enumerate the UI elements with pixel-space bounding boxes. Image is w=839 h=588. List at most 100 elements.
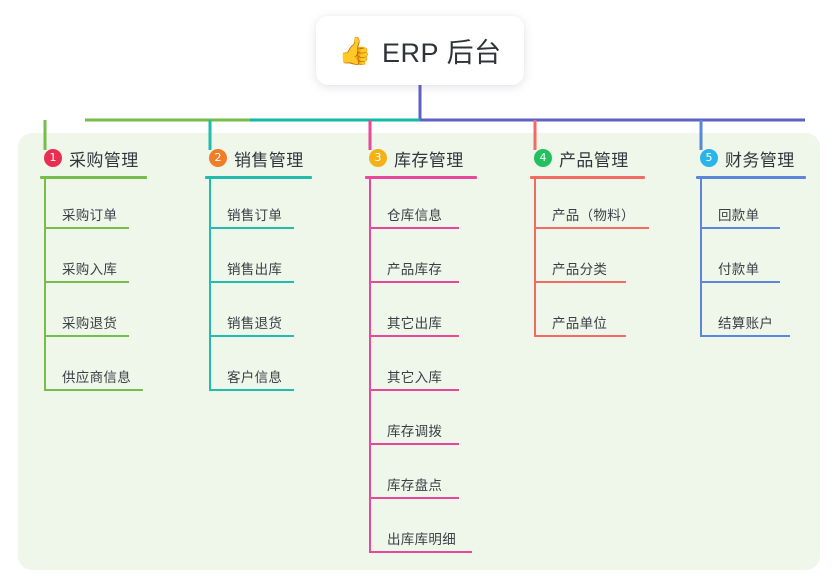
list-item[interactable]: 销售出库 bbox=[205, 233, 312, 287]
list-item-label: 采购订单 bbox=[62, 208, 118, 223]
list-item-label: 结算账户 bbox=[718, 316, 774, 331]
list-item-label: 采购入库 bbox=[62, 262, 118, 277]
column-items-1: 采购订单采购入库采购退货供应商信息 bbox=[40, 179, 147, 395]
diagram-panel bbox=[18, 133, 820, 570]
column-2: 2 销售管理销售订单销售出库销售退货客户信息 bbox=[205, 146, 312, 395]
list-item-label: 库存调拨 bbox=[387, 424, 443, 439]
list-item[interactable]: 采购订单 bbox=[40, 179, 147, 233]
column-3: 3 库存管理仓库信息产品库存其它出库其它入库库存调拨库存盘点出库库明细 bbox=[365, 146, 477, 557]
column-header-rule-4 bbox=[530, 176, 645, 179]
column-1: 1 采购管理采购订单采购入库采购退货供应商信息 bbox=[40, 146, 147, 395]
column-5: 5 财务管理回款单付款单结算账户 bbox=[696, 146, 806, 341]
list-item-rule bbox=[369, 497, 459, 499]
list-item[interactable]: 销售退货 bbox=[205, 287, 312, 341]
list-item-rule bbox=[44, 389, 143, 391]
list-item[interactable]: 供应商信息 bbox=[40, 341, 147, 395]
list-item-rule bbox=[700, 281, 780, 283]
list-item[interactable]: 仓库信息 bbox=[365, 179, 477, 233]
list-item-rule bbox=[209, 335, 294, 337]
list-item-label: 库存盘点 bbox=[387, 478, 443, 493]
list-item-rule bbox=[209, 227, 294, 229]
list-item[interactable]: 产品分类 bbox=[530, 233, 645, 287]
list-item-rule bbox=[44, 227, 129, 229]
list-item[interactable]: 采购入库 bbox=[40, 233, 147, 287]
list-item-rule bbox=[534, 335, 626, 337]
list-item-rule bbox=[369, 335, 459, 337]
list-item-rule bbox=[534, 227, 649, 229]
list-item-label: 产品（物料） bbox=[552, 208, 635, 223]
column-header-5[interactable]: 5 财务管理 bbox=[696, 146, 806, 170]
list-item[interactable]: 客户信息 bbox=[205, 341, 312, 395]
column-items-2: 销售订单销售出库销售退货客户信息 bbox=[205, 179, 312, 395]
column-header-2[interactable]: 2 销售管理 bbox=[205, 146, 312, 170]
list-item-label: 销售退货 bbox=[227, 316, 283, 331]
list-item-label: 付款单 bbox=[718, 262, 760, 277]
root-node[interactable]: 👍 ERP 后台 bbox=[316, 16, 524, 85]
column-header-rule-3 bbox=[365, 176, 477, 179]
list-item-label: 采购退货 bbox=[62, 316, 118, 331]
column-header-4[interactable]: 4 产品管理 bbox=[530, 146, 645, 170]
root-node-title: ERP 后台 bbox=[382, 38, 502, 68]
list-item-label: 产品库存 bbox=[387, 262, 443, 277]
list-item-rule bbox=[369, 281, 459, 283]
column-title-5: 财务管理 bbox=[725, 150, 795, 170]
column-items-4: 产品（物料） 产品分类产品单位 bbox=[530, 179, 649, 341]
column-header-rule-2 bbox=[205, 176, 312, 179]
list-item-rule bbox=[209, 281, 294, 283]
list-item-rule bbox=[44, 335, 129, 337]
list-item[interactable]: 出库库明细 bbox=[365, 503, 477, 557]
column-spine-1 bbox=[44, 179, 46, 391]
column-spine-4 bbox=[534, 179, 536, 337]
column-spine-5 bbox=[700, 179, 702, 337]
list-item[interactable]: 采购退货 bbox=[40, 287, 147, 341]
list-item[interactable]: 产品（物料） bbox=[530, 179, 649, 233]
list-item-label: 其它入库 bbox=[387, 370, 443, 385]
column-title-3: 库存管理 bbox=[394, 150, 464, 170]
list-item-rule bbox=[369, 227, 459, 229]
column-items-5: 回款单付款单结算账户 bbox=[696, 179, 806, 341]
column-badge-3: 3 bbox=[369, 149, 387, 167]
column-4: 4 产品管理产品（物料） 产品分类产品单位 bbox=[530, 146, 649, 341]
list-item-label: 产品单位 bbox=[552, 316, 608, 331]
list-item-label: 其它出库 bbox=[387, 316, 443, 331]
column-spine-2 bbox=[209, 179, 211, 391]
column-badge-4: 4 bbox=[534, 149, 552, 167]
list-item[interactable]: 其它出库 bbox=[365, 287, 477, 341]
list-item[interactable]: 产品单位 bbox=[530, 287, 645, 341]
column-badge-1: 1 bbox=[44, 149, 62, 167]
list-item[interactable]: 付款单 bbox=[696, 233, 806, 287]
list-item-rule bbox=[700, 335, 790, 337]
column-header-rule-5 bbox=[696, 176, 806, 179]
list-item-label: 客户信息 bbox=[227, 370, 283, 385]
list-item-rule bbox=[700, 227, 780, 229]
list-item-label: 供应商信息 bbox=[62, 370, 131, 385]
list-item[interactable]: 回款单 bbox=[696, 179, 806, 233]
list-item[interactable]: 库存调拨 bbox=[365, 395, 477, 449]
list-item[interactable]: 销售订单 bbox=[205, 179, 312, 233]
column-title-1: 采购管理 bbox=[69, 150, 139, 170]
list-item-label: 销售订单 bbox=[227, 208, 283, 223]
list-item[interactable]: 其它入库 bbox=[365, 341, 477, 395]
column-badge-2: 2 bbox=[209, 149, 227, 167]
list-item-label: 产品分类 bbox=[552, 262, 608, 277]
list-item-rule bbox=[369, 551, 472, 553]
column-header-rule-1 bbox=[40, 176, 147, 179]
list-item[interactable]: 库存盘点 bbox=[365, 449, 477, 503]
column-header-3[interactable]: 3 库存管理 bbox=[365, 146, 477, 170]
list-item-label: 仓库信息 bbox=[387, 208, 443, 223]
list-item[interactable]: 结算账户 bbox=[696, 287, 806, 341]
column-title-4: 产品管理 bbox=[559, 150, 629, 170]
list-item-rule bbox=[369, 443, 459, 445]
list-item-rule bbox=[534, 281, 626, 283]
list-item[interactable]: 产品库存 bbox=[365, 233, 477, 287]
column-title-2: 销售管理 bbox=[234, 150, 304, 170]
thumbs-up-icon: 👍 bbox=[338, 36, 373, 66]
column-header-1[interactable]: 1 采购管理 bbox=[40, 146, 147, 170]
list-item-rule bbox=[44, 281, 129, 283]
column-badge-5: 5 bbox=[700, 149, 718, 167]
column-items-3: 仓库信息产品库存其它出库其它入库库存调拨库存盘点出库库明细 bbox=[365, 179, 477, 557]
list-item-label: 回款单 bbox=[718, 208, 760, 223]
list-item-rule bbox=[369, 389, 459, 391]
list-item-label: 销售出库 bbox=[227, 262, 283, 277]
